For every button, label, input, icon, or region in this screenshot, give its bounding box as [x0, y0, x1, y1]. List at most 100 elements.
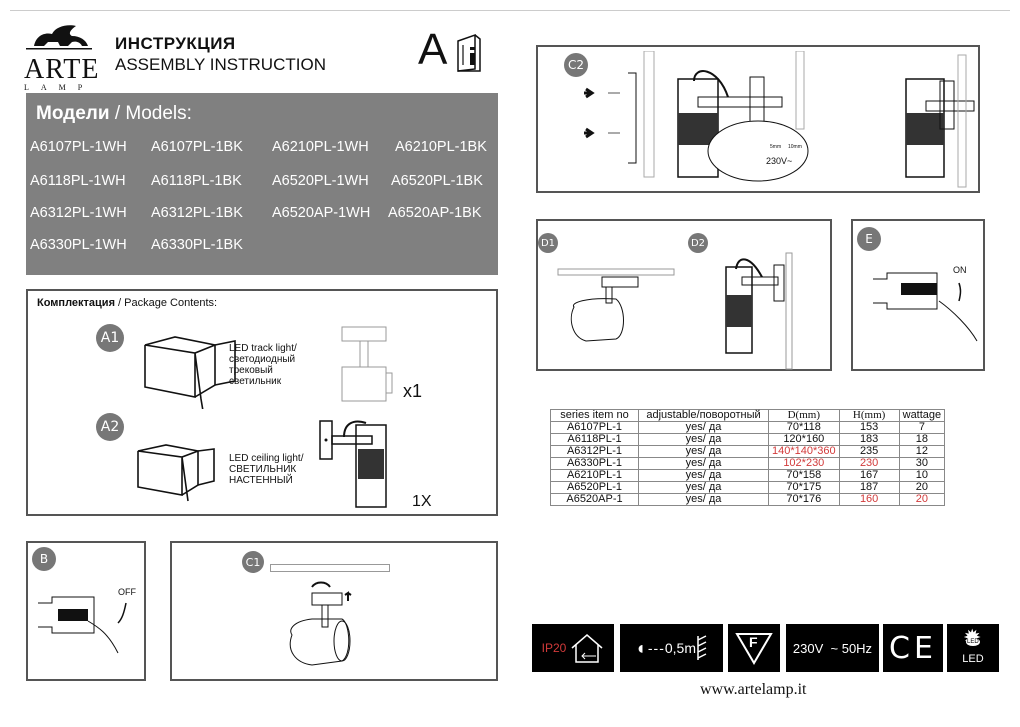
title-en: ASSEMBLY INSTRUCTION [115, 55, 326, 74]
column-header: D(mm) [768, 409, 840, 422]
surface-hatch-icon [697, 635, 707, 660]
step-badge-c2: C2 [564, 53, 588, 77]
table-cell-w: 7 [898, 421, 946, 434]
switch-off-label: OFF [118, 587, 136, 597]
manual-icon-letter: A [418, 25, 448, 74]
table-cell-h: 187 [838, 481, 900, 494]
wall-light-mounted-icon [725, 252, 793, 370]
spec-table: series item no adjustable/поворотный D(m… [550, 409, 946, 506]
table-cell-h: 183 [838, 433, 900, 446]
table-cell-d: 70*158 [768, 469, 840, 482]
table-header-row: series item no adjustable/поворотный D(m… [550, 409, 946, 422]
led-symbol: ✹ LED LED [947, 624, 999, 672]
table-cell-d: 102*230 [768, 457, 840, 470]
step-badge-e: E [857, 227, 881, 251]
wall-mounting-diagram [584, 51, 975, 188]
column-header: wattage [898, 409, 946, 422]
ip-rating-text: IP20 [541, 641, 567, 655]
model-item: A6520AP-1BK [388, 205, 482, 221]
logo-text: ARTE [24, 54, 100, 85]
table-cell-item: A6330PL-1 [550, 457, 639, 470]
table-cell-h: 153 [838, 421, 900, 434]
table-cell-adjustable: yes/ да [638, 481, 769, 494]
ce-mark-symbol: CE [883, 624, 943, 672]
model-item: A6210PL-1WH [272, 139, 369, 155]
switch-on-label: ON [953, 265, 967, 275]
f-mark-symbol: F [728, 624, 780, 672]
table-cell-adjustable: yes/ да [638, 445, 769, 458]
models-title: Модели / Models: [36, 103, 192, 124]
table-cell-item: A6520PL-1 [550, 481, 639, 494]
package-contents-panel: Комплектация / Package Contents: A1 LED … [26, 289, 498, 516]
box-icon [137, 444, 215, 502]
strip-length-label: 10mm [788, 144, 802, 150]
switch-hand-icon [38, 596, 127, 654]
led-sun-icon: ✹ LED [963, 627, 981, 649]
model-item: A6312PL-1BK [151, 205, 243, 221]
led-text: LED [962, 653, 984, 665]
model-item: A6330PL-1BK [151, 237, 243, 253]
table-cell-adjustable: yes/ да [638, 433, 769, 446]
table-cell-h: 160 [838, 493, 900, 506]
top-rule [10, 10, 1010, 11]
table-cell-item: A6312PL-1 [550, 445, 639, 458]
winged-lion-icon [26, 25, 92, 50]
model-item: A6210PL-1BK [395, 139, 487, 155]
track-light-icon [341, 326, 393, 402]
f-mark-text: F [749, 634, 758, 650]
logo-subtext: LAMP [24, 83, 95, 92]
table-cell-h: 230 [838, 457, 900, 470]
table-cell-h: 235 [838, 445, 900, 458]
step-badge-b: B [32, 547, 56, 571]
model-item: A6118PL-1WH [30, 173, 126, 189]
table-cell-adjustable: yes/ да [638, 457, 769, 470]
track-light-rotate-icon [289, 581, 352, 666]
strip-length-label: 5mm [770, 144, 782, 150]
box-icon [144, 336, 236, 409]
book-info-icon [457, 33, 481, 72]
website-url: www.artelamp.it [700, 681, 807, 698]
table-cell-h: 167 [838, 469, 900, 482]
table-cell-item: A6107PL-1 [550, 421, 639, 434]
table-cell-adjustable: yes/ да [638, 493, 769, 506]
model-item: A6312PL-1WH [30, 205, 127, 221]
f-triangle-icon [735, 633, 773, 665]
step-badge-c1: C1 [242, 551, 264, 573]
table-cell-w: 30 [898, 457, 946, 470]
table-cell-d: 70*176 [768, 493, 840, 506]
column-header: H(mm) [838, 409, 900, 422]
model-item: A6330PL-1WH [30, 237, 127, 253]
min-distance-symbol: ◖ --- 0,5m [620, 624, 723, 672]
table-cell-w: 20 [898, 493, 946, 506]
table-cell-w: 10 [898, 469, 946, 482]
table-cell-adjustable: yes/ да [638, 421, 769, 434]
model-item: A6107PL-1BK [151, 139, 243, 155]
table-cell-item: A6520AP-1 [550, 493, 639, 506]
model-item: A6107PL-1WH [30, 139, 127, 155]
package-qty-a2: 1X [412, 493, 432, 510]
model-item: A6520PL-1BK [391, 173, 483, 189]
model-item: A6118PL-1BK [151, 173, 242, 189]
brand-logo: ARTE LAMP [24, 22, 98, 92]
track-light-mounted-icon [557, 268, 675, 342]
table-cell-item: A6210PL-1 [550, 469, 639, 482]
column-header: series item no [550, 409, 639, 422]
title-ru: ИНСТРУКЦИЯ [115, 34, 236, 53]
track-rail [270, 564, 390, 572]
power-rating-text: 230V ~ 50Hz [792, 640, 873, 656]
step-b-panel: B OFF [26, 541, 146, 681]
switch-hand-icon [873, 272, 978, 342]
indoor-house-icon [571, 634, 603, 663]
package-qty-a1: x1 [403, 381, 423, 401]
table-cell-d: 70*175 [768, 481, 840, 494]
table-cell-adjustable: yes/ да [638, 469, 769, 482]
step-e-panel: E ON [851, 219, 985, 371]
column-header: adjustable/поворотный [638, 409, 769, 422]
